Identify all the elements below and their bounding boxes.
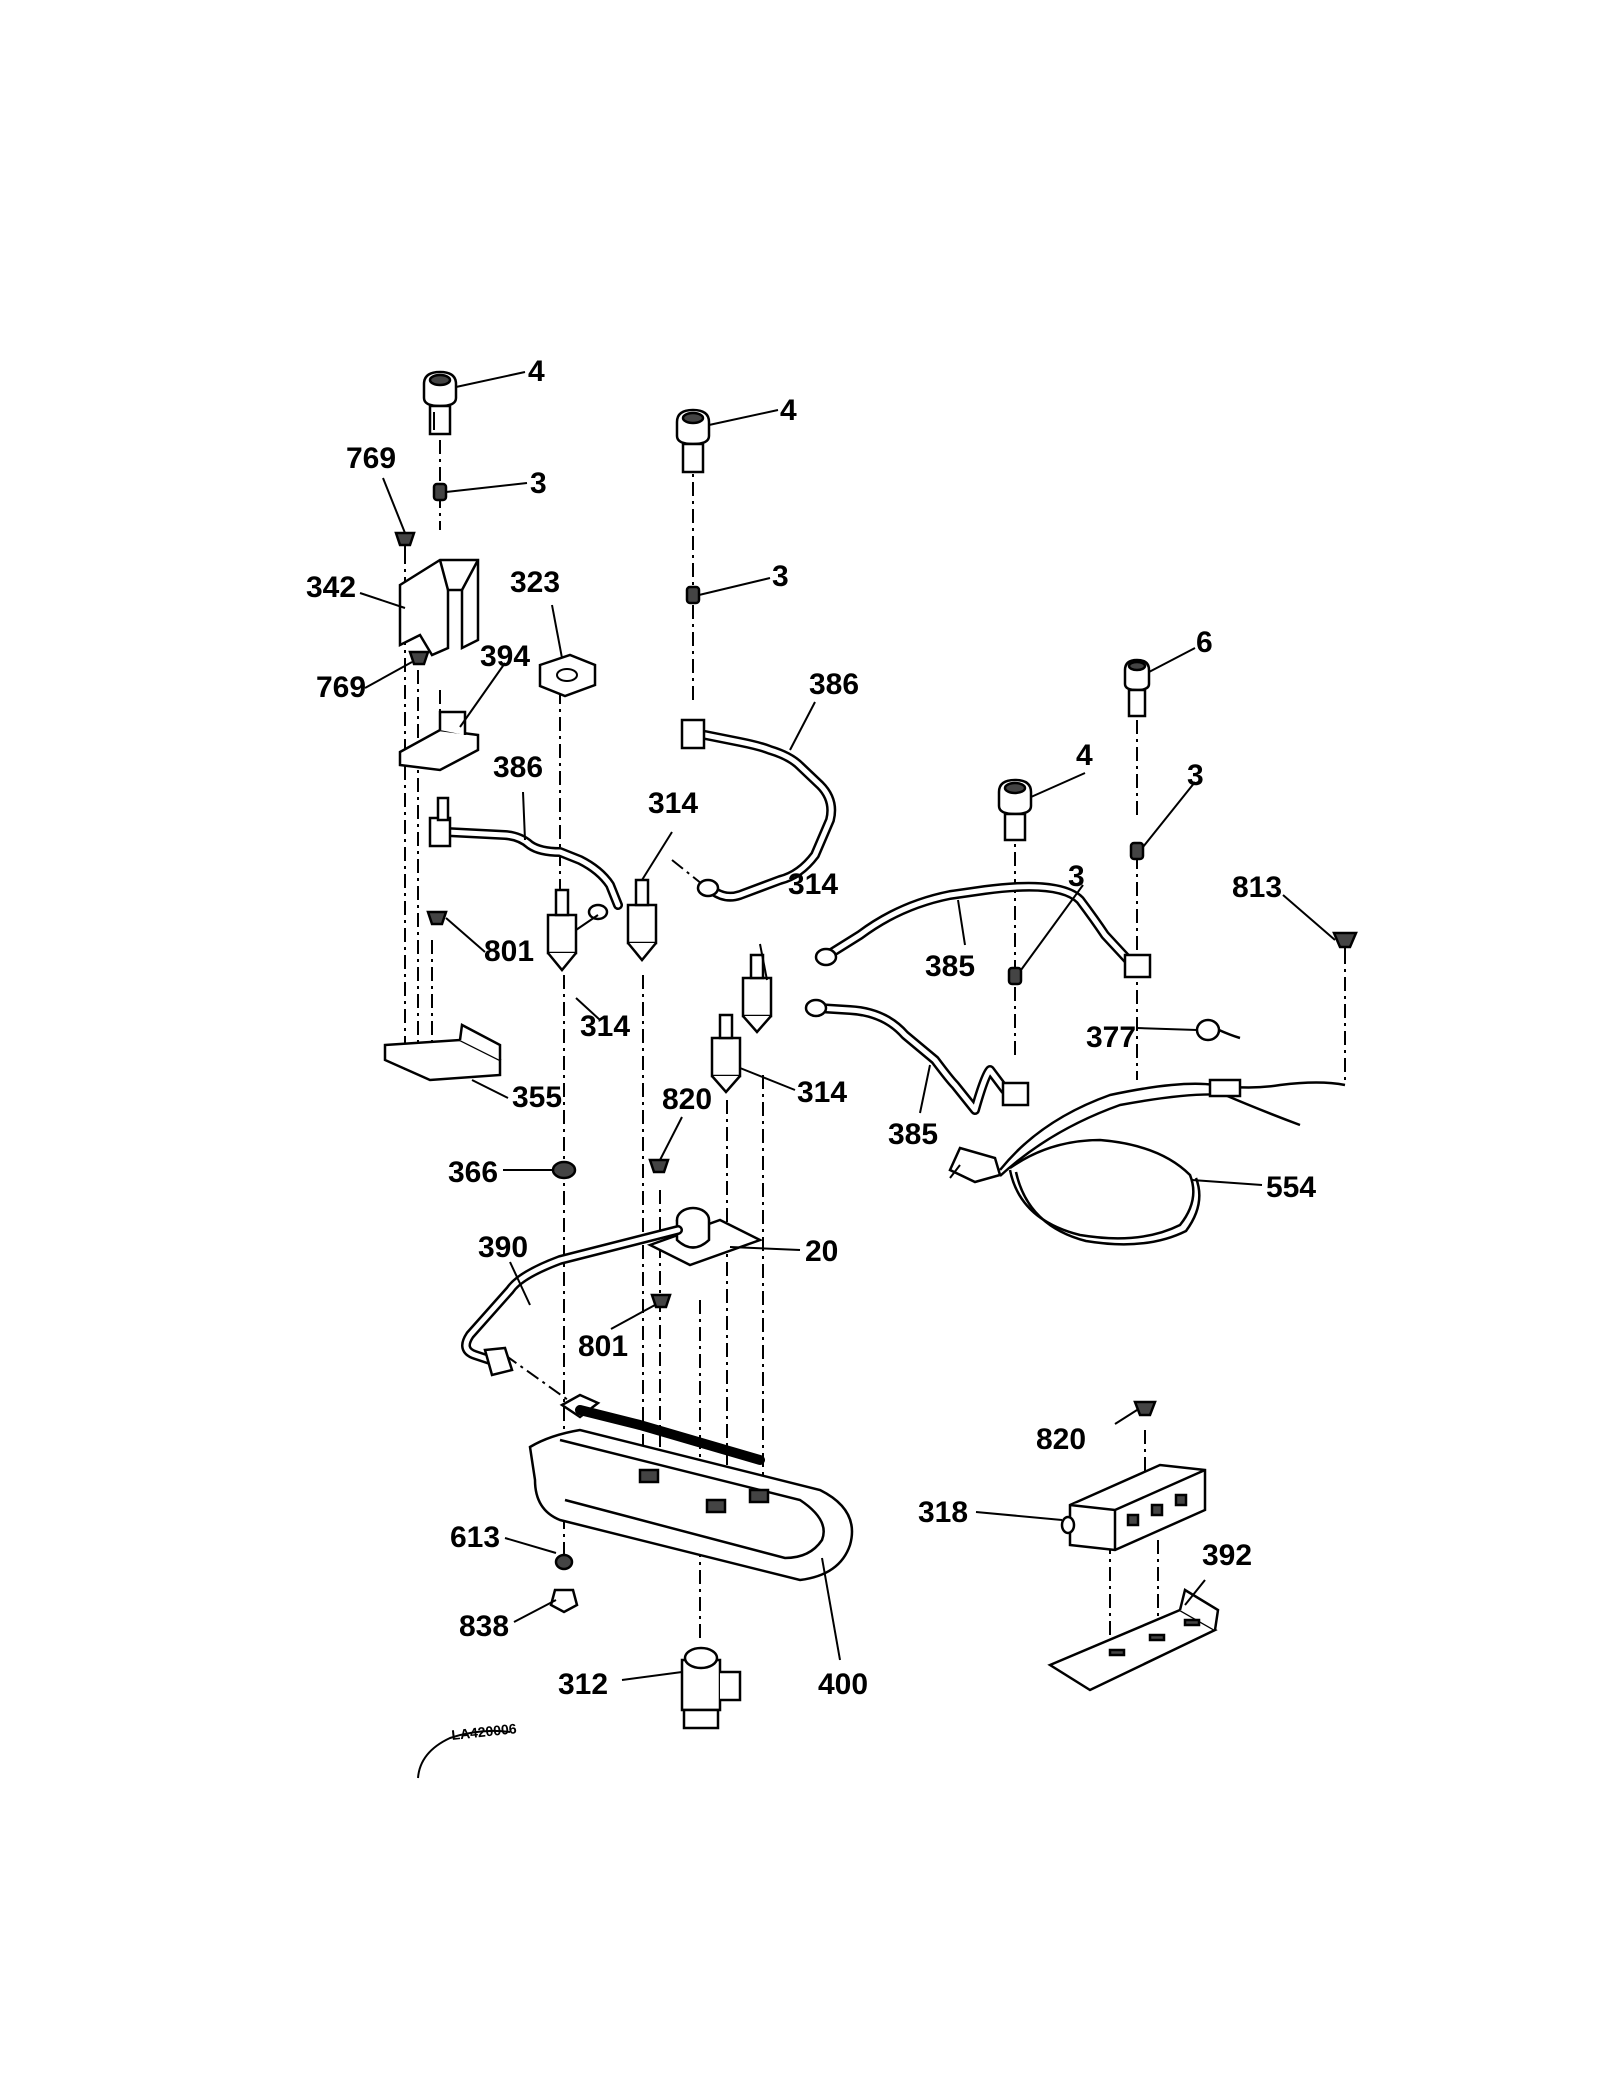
callout-385: 385 [925, 950, 975, 983]
callout-20: 20 [805, 1235, 838, 1268]
orifice-3a [432, 482, 448, 502]
valve-314a [546, 888, 609, 972]
igniter-switch-6 [1123, 658, 1151, 718]
screw-813 [1332, 931, 1358, 962]
callout-314: 314 [580, 1010, 630, 1043]
callout-labels: 4 4 4 6 3 3 3 3 769 769 342 323 394 386 … [306, 355, 1316, 1743]
tube-386b [680, 718, 837, 902]
callout-769: 769 [316, 671, 366, 704]
bracket-342 [398, 558, 480, 657]
callout-3: 3 [1187, 759, 1204, 792]
screw-769a [394, 531, 416, 560]
spacer-323 [538, 653, 597, 698]
orifice-3b [685, 585, 701, 605]
callout-386: 386 [493, 751, 543, 784]
callout-377: 377 [1086, 1021, 1136, 1054]
callout-3: 3 [1068, 860, 1085, 893]
callout-4: 4 [780, 394, 797, 427]
callout-4: 4 [1076, 739, 1093, 772]
callout-392: 392 [1202, 1539, 1252, 1572]
callout-554: 554 [1266, 1171, 1316, 1204]
washer-366 [551, 1160, 577, 1180]
valve-314b [626, 878, 658, 962]
callout-355: 355 [512, 1081, 562, 1114]
callout-400: 400 [818, 1668, 868, 1701]
valve-314d [710, 1013, 742, 1094]
screw-801a [426, 910, 448, 926]
callout-390: 390 [478, 1231, 528, 1264]
stamp-curve [417, 1729, 511, 1779]
tube-385b [804, 998, 1030, 1115]
callout-3: 3 [772, 560, 789, 593]
bracket-355 [383, 1023, 502, 1082]
ignition-module-318 [1060, 1463, 1207, 1552]
callout-386: 386 [809, 668, 859, 701]
callout-314: 314 [797, 1076, 847, 1109]
wire-harness [948, 1018, 1346, 1246]
burner-20 [646, 1206, 764, 1267]
screw-801b [650, 1293, 672, 1309]
callout-394: 394 [480, 640, 530, 673]
orifice-613 [554, 1553, 574, 1571]
tube-385a [814, 881, 1152, 979]
callout-6: 6 [1196, 626, 1213, 659]
orifice-3d [1007, 966, 1023, 986]
callout-366: 366 [448, 1156, 498, 1189]
bracket-394 [398, 710, 480, 772]
callout-342: 342 [306, 571, 356, 604]
drawing-stamp: LA420006 [451, 1720, 518, 1743]
callout-813: 813 [1232, 871, 1282, 904]
burner-valve-4c [997, 778, 1033, 842]
callout-769: 769 [346, 442, 396, 475]
callout-385: 385 [888, 1118, 938, 1151]
callout-4: 4 [528, 355, 545, 388]
callout-312: 312 [558, 1668, 608, 1701]
callout-3: 3 [530, 467, 547, 500]
callout-801: 801 [484, 935, 534, 968]
callout-820: 820 [1036, 1423, 1086, 1456]
valve-312 [680, 1646, 742, 1730]
callout-314: 314 [788, 868, 838, 901]
callout-318: 318 [918, 1496, 968, 1529]
screw-769b [408, 650, 430, 666]
burner-valve-4a [422, 370, 458, 436]
screw-820a [648, 1158, 670, 1174]
valve-314c [741, 953, 773, 1034]
tube-390 [461, 1225, 683, 1377]
callout-820: 820 [662, 1083, 712, 1116]
callout-613: 613 [450, 1521, 500, 1554]
leader-lines [359, 371, 1336, 1681]
callout-323: 323 [510, 566, 560, 599]
parts-artwork [383, 370, 1358, 1779]
callout-838: 838 [459, 1610, 509, 1643]
burner-400 [528, 1393, 854, 1582]
callout-801: 801 [578, 1330, 628, 1363]
orifice-3c [1129, 841, 1145, 861]
screw-820b [1133, 1400, 1157, 1417]
bracket-392 [1047, 1588, 1220, 1692]
callout-314: 314 [648, 787, 698, 820]
tube-386a [428, 796, 623, 910]
burner-valve-4b [675, 408, 711, 474]
